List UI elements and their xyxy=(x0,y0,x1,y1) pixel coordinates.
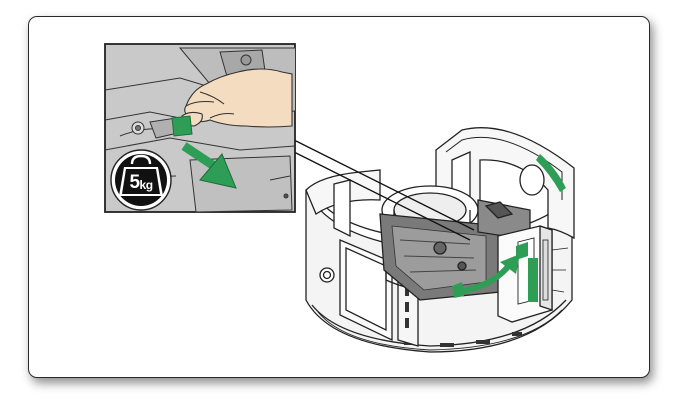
release-tab xyxy=(171,115,193,137)
device-body xyxy=(305,127,575,353)
kettlebell-weight-icon xyxy=(110,149,172,211)
curved-arrow-icon xyxy=(452,254,520,298)
inset-detail xyxy=(104,43,296,213)
pull-arrow-icon xyxy=(181,142,237,189)
